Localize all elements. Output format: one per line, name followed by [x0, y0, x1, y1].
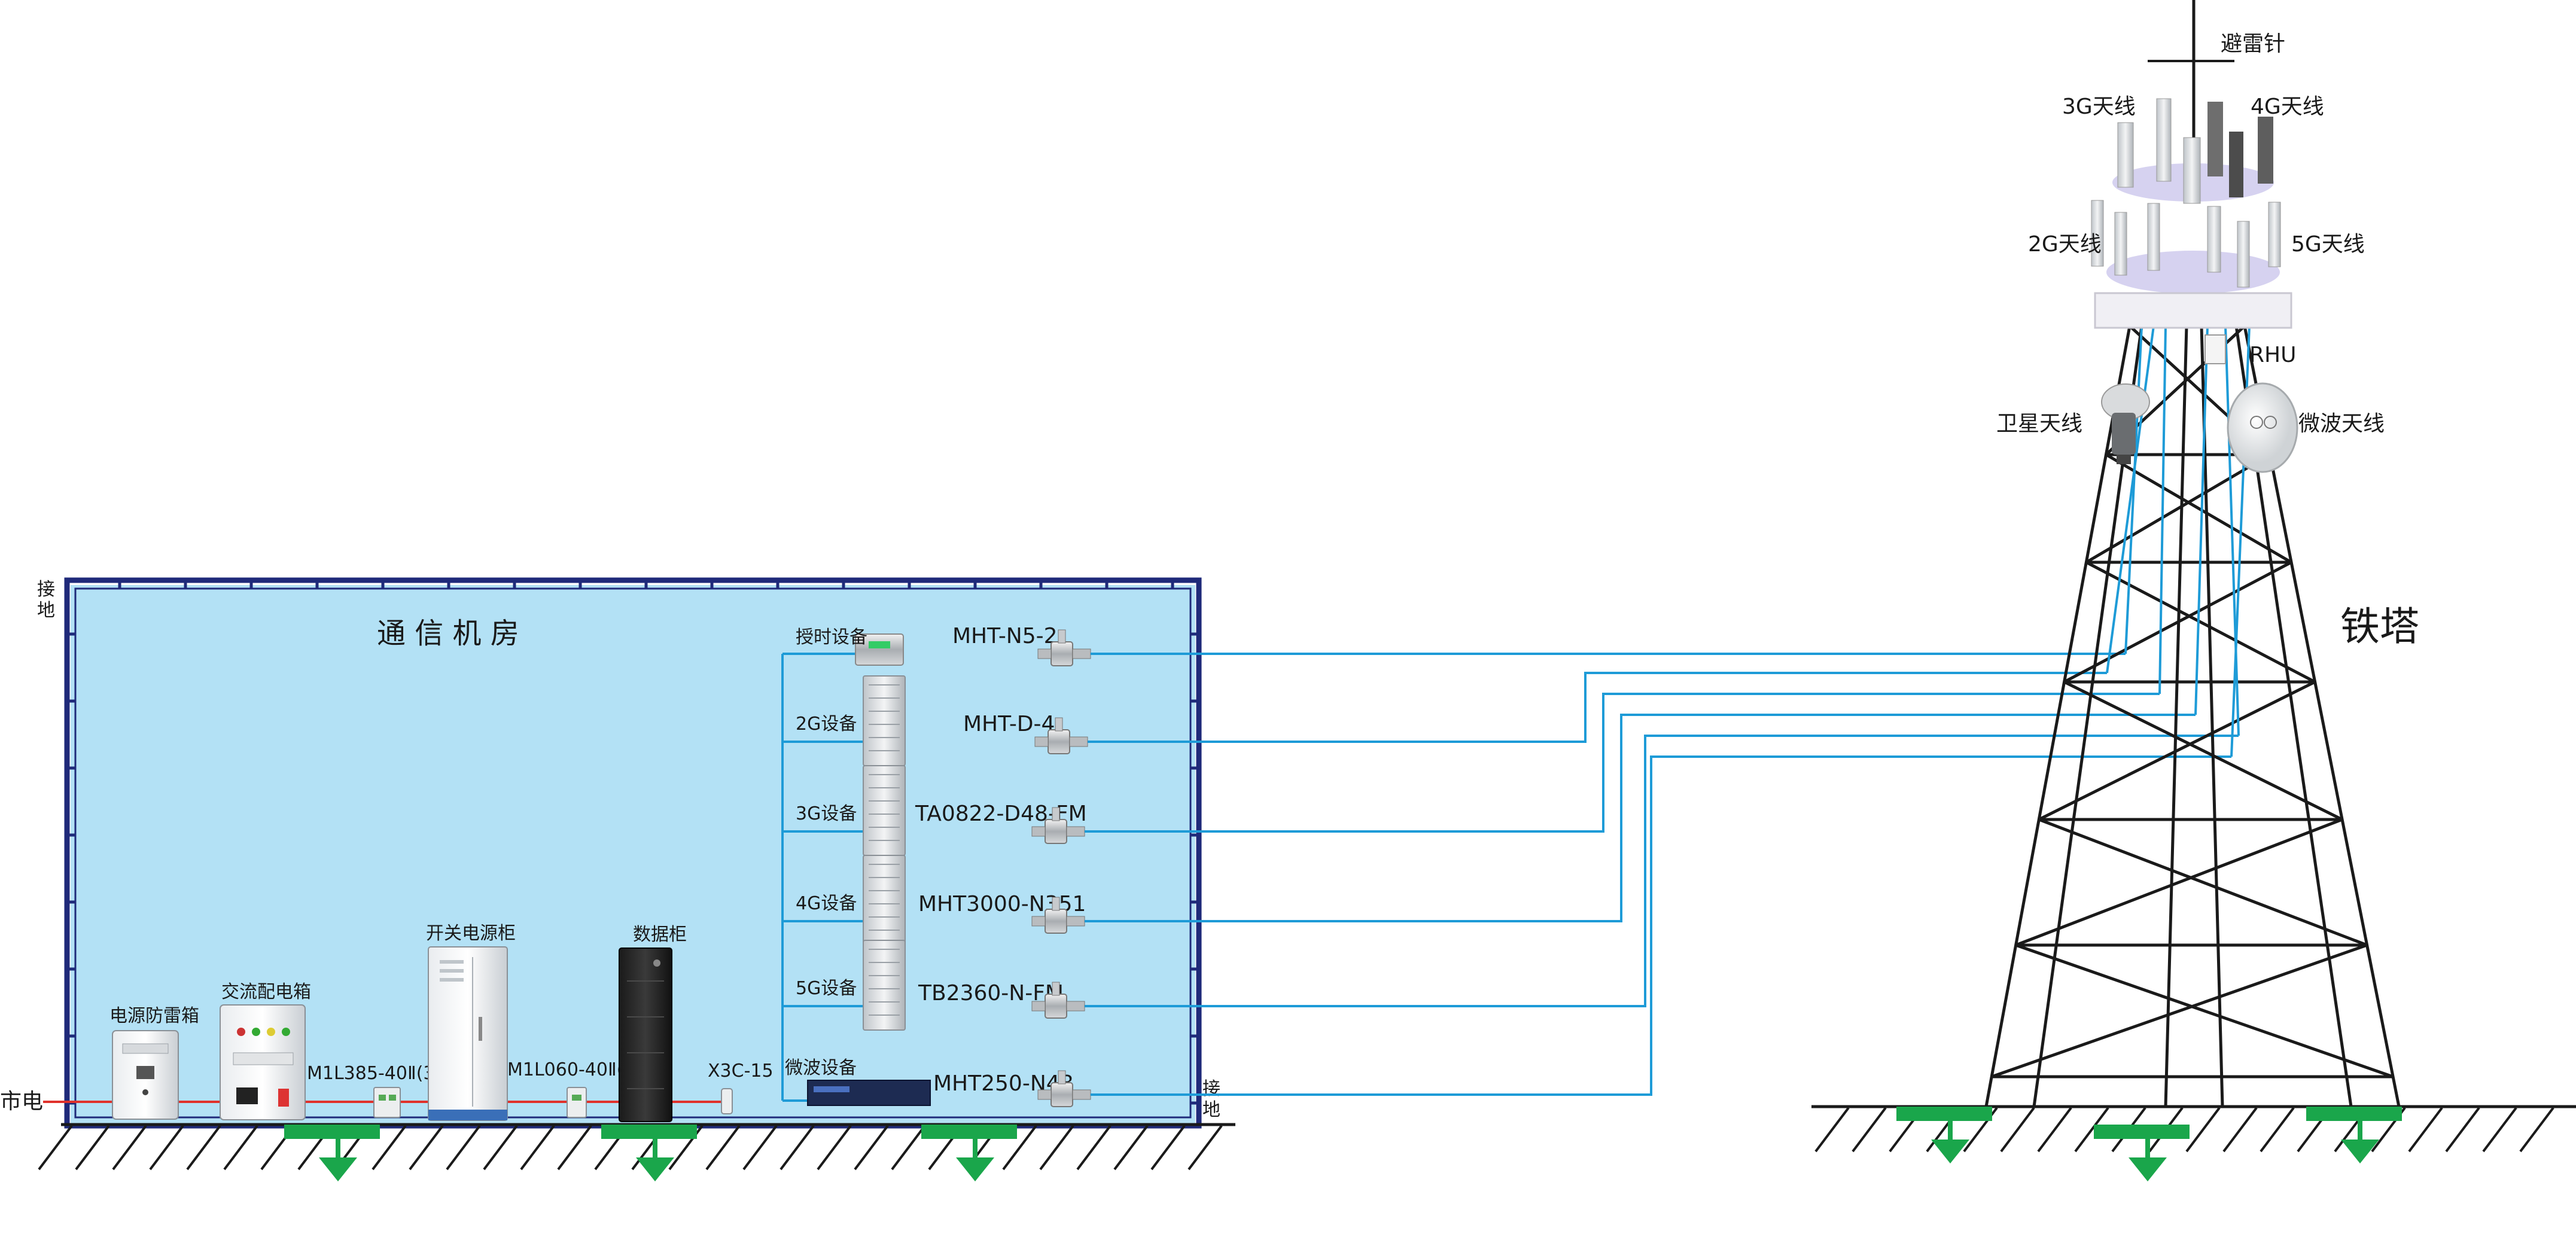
equipment-room: 通 信 机 房 接 地 接 地 市电 — [0, 577, 1220, 1129]
satellite-antenna-label: 卫星天线 — [1996, 412, 2082, 436]
data-cabinet — [619, 948, 672, 1122]
microwave-dish-icon — [2227, 382, 2298, 473]
surge-protector-icon — [1037, 629, 1091, 666]
surge-protector-icon — [1031, 807, 1085, 844]
spd-module-1 — [373, 1087, 401, 1118]
ac-distribution-box — [220, 1004, 306, 1120]
feeder-cable — [1088, 672, 2107, 743]
data-cabinet-label: 数据柜 — [633, 924, 687, 945]
antenna-4g-label: 4G天线 — [2251, 95, 2324, 119]
ground-electrode-icon — [284, 1125, 380, 1181]
switch-power-cabinet-label: 开关电源柜 — [426, 923, 516, 944]
equipment-label: 2G设备 — [796, 714, 857, 735]
ground-label-top-1: 接 — [37, 579, 55, 600]
equipment-label: 4G设备 — [796, 893, 857, 914]
protector-model-label: MHT-N5-2 — [952, 624, 1058, 648]
antenna-5g-label: 5G天线 — [2291, 232, 2365, 257]
timing-device-icon — [855, 633, 904, 666]
satellite-antenna-icon — [2101, 383, 2150, 464]
ground-label-top-2: 地 — [37, 600, 55, 621]
equipment-row-1: 授时设备 MHT-N5-2 — [782, 624, 1091, 666]
feeder-cable — [1085, 693, 2160, 833]
ground-electrode-icon — [601, 1125, 697, 1181]
protector-model-label: MHT-D-4 — [963, 712, 1055, 736]
spd-module-3 — [721, 1088, 733, 1114]
lightning-rod-label: 避雷针 — [2221, 32, 2285, 56]
antenna-3g-label: 3G天线 — [2062, 95, 2136, 119]
equipment-label: 授时设备 — [796, 627, 867, 648]
feeder-cable — [1091, 755, 2231, 1096]
rhu-label: RHU — [2249, 343, 2296, 367]
ac-distribution-box-label: 交流配电箱 — [221, 982, 311, 1003]
lower-antenna-platform — [2106, 251, 2280, 294]
equipment-rack-icon — [863, 675, 906, 766]
antenna-2g-label: 2G天线 — [2028, 232, 2102, 257]
ground-electrode-icon — [2306, 1107, 2402, 1163]
room-title: 通 信 机 房 — [377, 617, 519, 650]
equipment-row-2: 2G设备 MHT-D-4 — [782, 675, 1088, 766]
power-lightning-box — [112, 1030, 179, 1120]
microwave-antenna-label: 微波天线 — [2298, 412, 2385, 436]
rhu-icon — [2204, 334, 2226, 364]
tower-deck — [2094, 292, 2292, 329]
equipment-rack-icon — [863, 765, 906, 856]
ground-electrode-icon — [921, 1125, 1017, 1181]
switch-power-cabinet — [428, 946, 508, 1121]
equipment-rack-icon — [863, 855, 906, 946]
antenna-array-upper — [2117, 98, 2273, 204]
ground-electrode-icon — [1896, 1107, 1992, 1163]
equipment-label: 5G设备 — [796, 978, 857, 999]
equipment-rack-icon — [863, 940, 906, 1031]
antenna-array-lower — [2091, 200, 2281, 288]
mains-label: 市电 — [0, 1089, 43, 1114]
tower-title: 铁塔 — [2340, 604, 2419, 650]
equipment-label: 微波设备 — [785, 1058, 857, 1079]
feeder-cables — [1085, 653, 2239, 1096]
ground-label-right-1: 接 — [1202, 1079, 1220, 1099]
microwave-device-icon — [807, 1080, 931, 1106]
ground-electrode-icon — [2094, 1125, 2190, 1181]
equipment-label: 3G设备 — [796, 803, 857, 824]
ground-electrodes — [284, 1107, 2402, 1181]
feeder-cable — [1085, 714, 2196, 922]
spd-3-label: X3C-15 — [708, 1061, 774, 1081]
ground-ring-ticks — [67, 580, 1199, 1105]
power-lightning-box-label: 电源防雷箱 — [109, 1006, 199, 1026]
spd-module-2 — [567, 1087, 587, 1118]
surge-protector-icon — [1034, 717, 1088, 754]
surge-protector-icon — [1031, 982, 1085, 1019]
ground-label-right-2: 地 — [1202, 1099, 1220, 1120]
tower: 避雷针 3G天线 4G天线 2G天线 5G天线 RHU — [1984, 0, 2419, 1107]
feeder-cable — [1085, 735, 2239, 1007]
